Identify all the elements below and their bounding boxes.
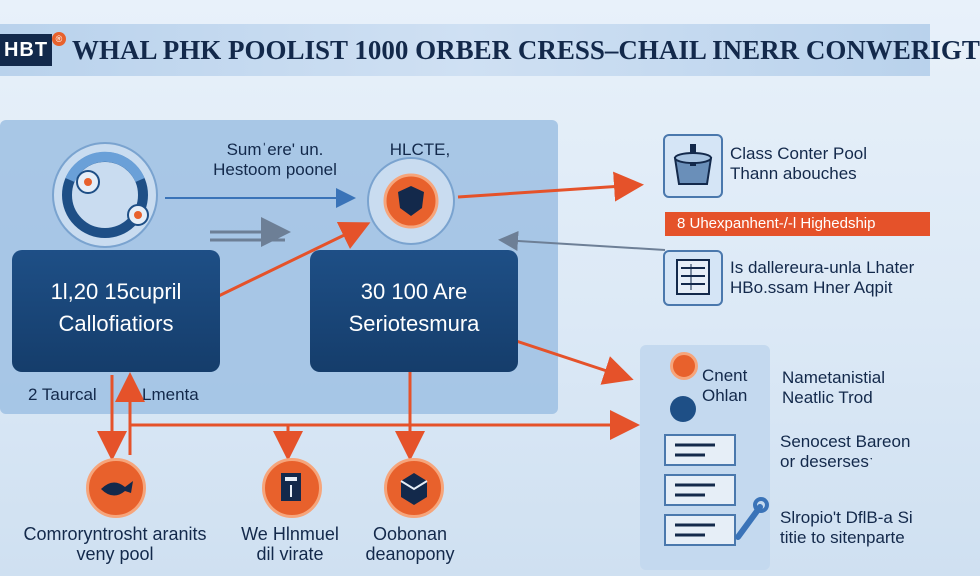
- box-icon: [384, 458, 444, 518]
- highlight-banner: 8 Uhexpanhent-/-l Highedship: [665, 212, 930, 236]
- list-item-2: Slropio't DflB-a Si titie to sitenparte: [780, 508, 913, 547]
- top-caption: Sumˈere' un. Hestoom poonel: [213, 140, 337, 179]
- summary-box: 30 100 Are Seriotesmura: [310, 250, 518, 372]
- legend-blue-dot: [670, 396, 696, 422]
- bottom-label-1: Comroryntrosht aranits veny pool: [23, 524, 207, 564]
- logo: HBT: [0, 34, 52, 66]
- bottom-label-3: Oobonan deanopony: [365, 524, 455, 564]
- bottom-label-2: We Hlnmuel dil virate: [241, 524, 339, 564]
- item2-text: Is dallereura-unla Lhater HBo.ssam Hner …: [730, 258, 915, 297]
- wrench-icon: [730, 495, 770, 545]
- fish-icon: [86, 458, 146, 518]
- stacked-list-icon: [660, 430, 750, 570]
- sub-label-right: Lmenta: [142, 385, 199, 404]
- legend-orange-dot: [670, 352, 698, 380]
- legend-orange-label: Cnent: [702, 366, 748, 385]
- legend-blue-label: Ohlan: [702, 386, 748, 405]
- gear-hub-icon: [50, 140, 160, 250]
- filter-icon: [262, 458, 322, 518]
- title-bar: HBT ® WHAL PHK POOLIST 1000 ORBER CRESS–…: [0, 24, 980, 76]
- legend-description: Nametanistial Neatlic Trod: [782, 368, 885, 407]
- server-panel-icon: [663, 250, 723, 306]
- registered-mark: ®: [52, 32, 66, 46]
- sub-label-left: 2 Taurcal: [28, 385, 97, 404]
- center-caption: HLCTE,: [389, 140, 451, 159]
- list-item-1: Senocest Bareon or desersesˑ: [780, 432, 911, 471]
- diagram-arrows: [97, 171, 768, 501]
- shield-badge-icon: [366, 156, 456, 246]
- item1-text: Class Conter Pool Thann abouches: [730, 144, 868, 183]
- pool-icon: [663, 134, 723, 198]
- page-title: WHAL PHK POOLIST 1000 ORBER CRESS–CHAIL …: [72, 35, 980, 65]
- calculations-box: 1l,20 15cupril Callofiatiors: [12, 250, 220, 372]
